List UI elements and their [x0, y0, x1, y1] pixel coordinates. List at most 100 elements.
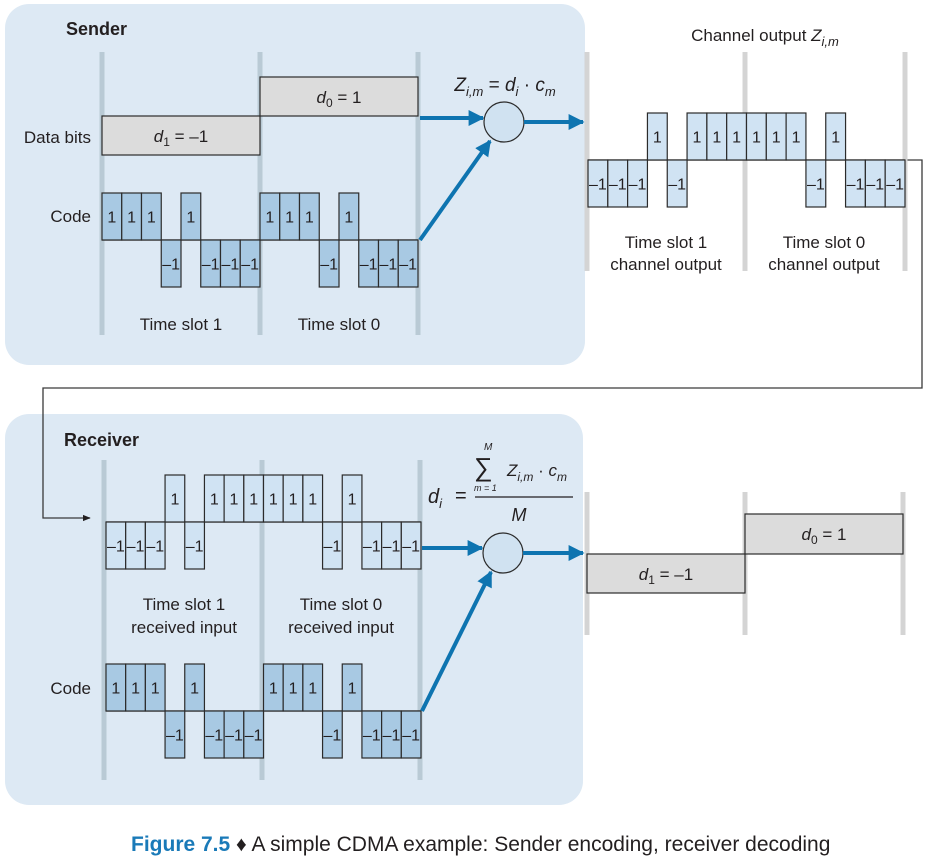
code-arrow [418, 139, 492, 242]
formula-sum-symbol: ∑ [474, 452, 493, 482]
caption-separator: ♦ [230, 833, 251, 856]
decoded-d0-label: d0 = 1 [802, 525, 847, 547]
sender-formula: Zi,m = di · cm [453, 75, 555, 99]
sender-slot-divider-2 [415, 52, 421, 335]
receiver-code-chip-value: –1 [383, 728, 401, 745]
channel-output-chip-value: –1 [866, 177, 884, 194]
receiver-slot-divider-2 [417, 460, 423, 780]
channel-output-chip [646, 112, 668, 161]
channel-output-chip [666, 159, 688, 208]
channel-slot-divider-1 [742, 52, 748, 271]
received-input-chip [144, 521, 166, 570]
receiver-code-chip-value: –1 [225, 728, 243, 745]
sender-code-chip-value: –1 [360, 257, 378, 274]
sender-code-chip [338, 192, 360, 241]
channel-output-chip-value: –1 [847, 177, 865, 194]
sender-title: Sender [66, 19, 127, 39]
figure-caption: Figure 7.5 ♦ A simple CDMA example: Send… [131, 833, 830, 856]
channel-output-chip-value: 1 [831, 130, 840, 147]
receiver-code-chip-value: 1 [289, 681, 298, 698]
received-input-chip-value: –1 [107, 539, 125, 556]
sender-code-chip [298, 192, 320, 241]
decoded-d0-box [744, 513, 904, 555]
received-input-chip-value: 1 [308, 492, 317, 509]
decoded-d1-label: d1 = –1 [639, 565, 693, 587]
received-input-chip-value: 1 [170, 492, 179, 509]
sender-code-chip-value: –1 [221, 257, 239, 274]
data-bit-d0-label: d0 = 1 [317, 88, 362, 110]
formula-numerator-term: Zi,m · cm [506, 461, 567, 484]
receiver-code-chip [243, 710, 265, 759]
receiver-title: Receiver [64, 430, 139, 450]
channel-output-chip-value: –1 [668, 177, 686, 194]
formula-denominator: M [512, 505, 527, 525]
decoded-d1-box [586, 553, 746, 594]
sender-code-chip [160, 239, 182, 288]
receiver-code-arrow [420, 570, 493, 712]
channel-slot-divider-0 [584, 52, 590, 271]
sender-code-chip-value: –1 [202, 257, 220, 274]
receiver-code-chip-value: –1 [166, 728, 184, 745]
receiver-code-chip-value: 1 [190, 681, 199, 698]
channel-output-chip-value: 1 [732, 130, 741, 147]
sender-code-chip [397, 239, 419, 288]
received-input-chip-value: –1 [186, 539, 204, 556]
channel-output-chip-value: 1 [772, 130, 781, 147]
sender-code-chip-value: –1 [379, 257, 397, 274]
received-input-chip-value: –1 [402, 539, 420, 556]
received-input-chip [302, 474, 324, 523]
channel-to-receiver-connector [42, 159, 923, 522]
sender-code-chip-value: –1 [162, 257, 180, 274]
channel-output-chip-value: 1 [653, 130, 662, 147]
receiver-code-chip-value: 1 [151, 681, 160, 698]
sender-code-chip [180, 192, 202, 241]
receiver-code-chip-value: 1 [269, 681, 278, 698]
received-input-chip-value: 1 [230, 492, 239, 509]
receiver-code-chip-value: –1 [245, 728, 263, 745]
receiver-code-chip [164, 710, 186, 759]
receiver-panel [5, 414, 583, 805]
sender-code-label: Code [50, 207, 91, 226]
receiver-code-chip-value: 1 [308, 681, 317, 698]
receiver-code-chip [144, 663, 166, 712]
receiver-code-label: Code [50, 679, 91, 698]
data-bit-d1-box [101, 115, 261, 156]
channel-output-chip-value: –1 [629, 177, 647, 194]
data-bit-d1-label: d1 = –1 [154, 127, 208, 149]
sender-code-chip-value: 1 [186, 210, 195, 227]
channel-output-chip [884, 159, 906, 208]
formula-lhs: di [428, 486, 443, 511]
sender-code-chip-value: 1 [305, 210, 314, 227]
sender-code-chip-value: –1 [241, 257, 259, 274]
received-input-chip-value: 1 [210, 492, 219, 509]
received-input-chip-value: –1 [146, 539, 164, 556]
channel-output-chip-value: 1 [712, 130, 721, 147]
channel-output-chip-value: –1 [589, 177, 607, 194]
channel-output-chip [825, 112, 847, 161]
sender-code-chip-value: –1 [320, 257, 338, 274]
received-input-chip [341, 474, 363, 523]
channel-output-chip [805, 159, 827, 208]
receiver-code-chip [302, 663, 324, 712]
received-input-chip-value: –1 [127, 539, 145, 556]
received-input-chip-value: 1 [269, 492, 278, 509]
received-input-chip [184, 521, 206, 570]
channel-output-chip-value: 1 [752, 130, 761, 147]
sender-code-chip [239, 239, 261, 288]
receiver-code-chip-value: –1 [363, 728, 381, 745]
channel-output-chip [627, 159, 649, 208]
received-input-chip-value: 1 [289, 492, 298, 509]
sender-multiplier-node [483, 101, 525, 143]
receiver-code-chip-value: 1 [111, 681, 120, 698]
receiver-code-chip [321, 710, 343, 759]
sender-slot0-label: Time slot 0 [298, 315, 381, 334]
receiver-code-chip [400, 710, 422, 759]
data-bit-d0-box [259, 76, 419, 117]
